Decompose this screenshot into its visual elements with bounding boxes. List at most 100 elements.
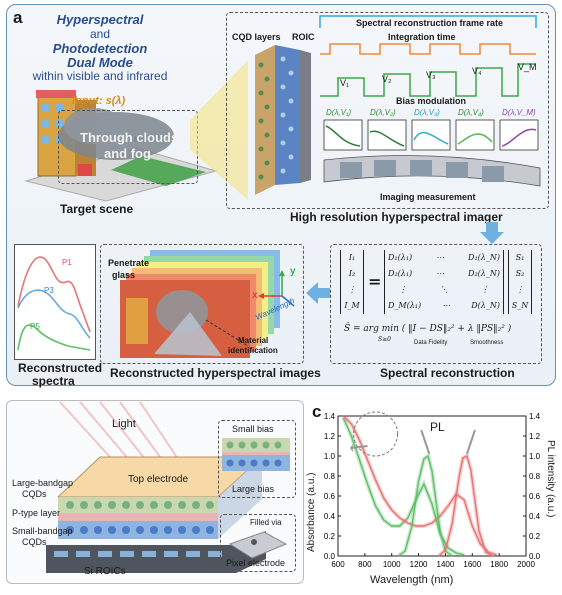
y-tick-label-left: 0.6 <box>324 492 336 501</box>
d-cell: ⋯ <box>436 269 445 278</box>
bias-vm: V_M <box>518 62 537 72</box>
headline-line2: and <box>89 27 111 41</box>
spectra-caption-2: spectra <box>32 374 75 388</box>
x-tick-label: 600 <box>331 560 345 569</box>
xyz-axes <box>258 270 295 307</box>
si-roics-label: Si ROICs <box>84 566 126 577</box>
y-tick-label-right: 0.6 <box>529 492 541 501</box>
reconstruction-dashed-box <box>330 244 542 364</box>
headline-line5: within visible and infrared <box>32 69 168 83</box>
s-2: S₂ <box>515 269 525 278</box>
response-label-3: D(λ,V₃) <box>414 108 440 117</box>
d-cell: D₂(λ₁) <box>388 269 413 278</box>
pixel-electrode-label: Pixel electrode <box>226 558 286 568</box>
imager-dashed-box <box>226 12 549 209</box>
x-tick-label: 1800 <box>490 560 508 569</box>
large-bandgap-label-1: Large-bandgap <box>12 478 74 488</box>
response-mini-plots <box>323 119 539 151</box>
top-electrode-label: Top electrode <box>128 474 189 485</box>
y-tick-label-right: 0.4 <box>529 512 541 521</box>
imaging-measurement-label: Imaging measurement <box>380 192 476 202</box>
imaging-film-strip <box>323 155 541 187</box>
filled-via-label: Filled via <box>250 518 282 527</box>
pl-label: PL <box>430 420 445 434</box>
x-tick-label: 1000 <box>383 560 401 569</box>
arrow-to-left-axis-head <box>350 444 353 452</box>
y-axis-right-title: PL intensity (a.u.) <box>545 440 556 518</box>
glass-label: glass <box>112 270 136 280</box>
series-absorbance-green <box>342 417 465 556</box>
small-bias-label: Small bias <box>232 424 274 434</box>
cqd-layers-label: CQD layers <box>232 32 281 42</box>
arrow-pl-green <box>420 429 431 455</box>
timing-waveforms <box>319 15 537 97</box>
bias-v2: V₂ <box>382 74 392 84</box>
p5-label: P5 <box>30 322 40 331</box>
images-dashed-box <box>100 244 304 364</box>
bias-v3: V₃ <box>426 70 436 80</box>
spectra-caption-1: Reconstructed <box>18 361 103 375</box>
d-cell: ⋮ <box>481 285 489 294</box>
panel-a-letter: a <box>13 8 23 27</box>
i-dots: ⋮ <box>348 285 356 294</box>
response-matrix: D₁(λ₁)⋯D₁(λ_N) D₂(λ₁)⋯D₂(λ_N) ⋮⋱⋮ D_M(λ₁… <box>384 250 504 314</box>
intensity-vector: I₁ I₂ ⋮ I_M <box>340 250 364 314</box>
response-label-2: D(λ,V₂) <box>370 108 396 117</box>
smoothness-label: Smoothness <box>470 340 504 346</box>
small-bandgap-label-1: Small-bandgap <box>12 526 73 536</box>
y-tick-label-right: 1.4 <box>529 412 541 421</box>
ptype-label: P-type layer <box>12 508 61 518</box>
light-label: Light <box>112 418 136 430</box>
y-tick-label-left: 1.4 <box>324 412 336 421</box>
cloud-label-1: Through clouds <box>80 130 179 145</box>
x-tick-label: 1400 <box>437 560 455 569</box>
pixel-electrode-illustration <box>228 531 288 559</box>
reconstruction-caption: Spectral reconstruction <box>380 366 515 380</box>
panel-c-letter: c <box>312 402 322 421</box>
target-scene-caption: Target scene <box>60 202 134 216</box>
material-label-2: identification <box>228 346 278 355</box>
x-axis-title: Wavelength (nm) <box>370 574 454 586</box>
response-label-4: D(λ,V₄) <box>458 108 484 117</box>
y-axis-left-title: Absorbance (a.u.) <box>306 472 317 553</box>
frame-rate-label: Spectral reconstruction frame rate <box>356 18 504 28</box>
response-label-1: D(λ,V₁) <box>326 108 352 117</box>
d-cell: D₁(λ_N) <box>468 253 500 262</box>
data-fidelity-label: Data Fidelity <box>414 340 448 346</box>
bias-v1: V₁ <box>340 78 350 88</box>
equals-sign: = <box>368 272 382 291</box>
p1-label: P1 <box>62 258 72 267</box>
y-tick-label-right: 0.8 <box>529 472 541 481</box>
y-tick-label-right: 1.2 <box>529 432 541 441</box>
y-tick-label-left: 1.2 <box>324 432 336 441</box>
y-tick-label-left: 0.0 <box>324 552 336 561</box>
d-cell: ⋯ <box>436 253 445 262</box>
large-bandgap-label-2: CQDs <box>22 489 47 499</box>
integration-time-label: Integration time <box>388 32 456 42</box>
series-pl-red <box>438 454 493 557</box>
i-2: I₂ <box>348 269 356 278</box>
headline-line3: Photodetection <box>52 41 148 56</box>
y-tick-label-right: 0.0 <box>529 552 541 561</box>
series-pl-green <box>397 454 453 557</box>
light-beam <box>190 60 248 200</box>
objective-subscript: S≥0 <box>378 336 391 343</box>
headline-line1: Hyperspectral <box>56 12 144 27</box>
arrow-down <box>480 222 504 244</box>
s-1: S₁ <box>515 253 525 262</box>
y-tick-label-right: 0.2 <box>529 532 541 541</box>
plot-frame <box>337 415 527 557</box>
spectrum-vector: S₁ S₂ ⋮ S_N <box>508 250 532 314</box>
series-absorbance-green-halo <box>341 417 465 557</box>
s-n: S_N <box>511 301 529 310</box>
i-m: I_M <box>344 301 360 310</box>
series-absorbance-red <box>342 415 497 556</box>
y-tick-label-left: 0.2 <box>324 532 336 541</box>
small-bandgap-label-2: CQDs <box>22 537 47 547</box>
y-tick-label-left: 0.4 <box>324 512 336 521</box>
bias-inset-illustration <box>222 438 290 471</box>
cloud-label-2: and fog <box>104 146 151 161</box>
axis-x-label: x <box>252 290 258 301</box>
y-tick-label-left: 0.8 <box>324 472 336 481</box>
